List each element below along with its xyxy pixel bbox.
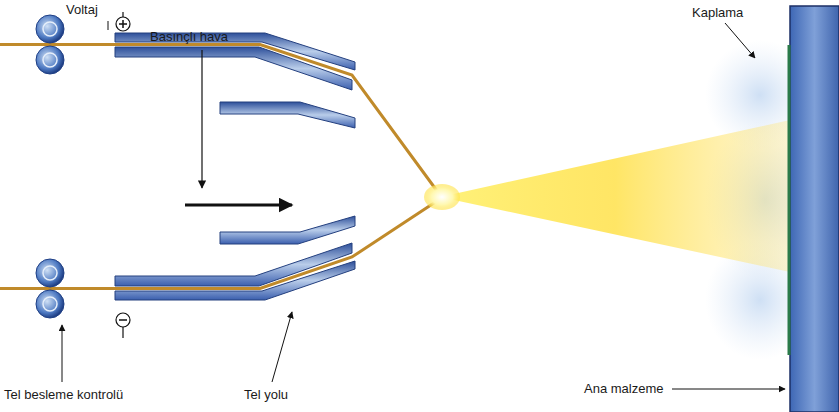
coating-label: Kaplama [692, 6, 743, 21]
wire-guide-label: Tel yolu [244, 388, 288, 403]
air-label: Basınçlı hava [150, 30, 228, 45]
voltage-label: Voltaj [66, 3, 98, 18]
substrate-label: Ana malzeme [584, 382, 663, 397]
wire-feed-label: Tel besleme kontrolü [4, 388, 123, 403]
